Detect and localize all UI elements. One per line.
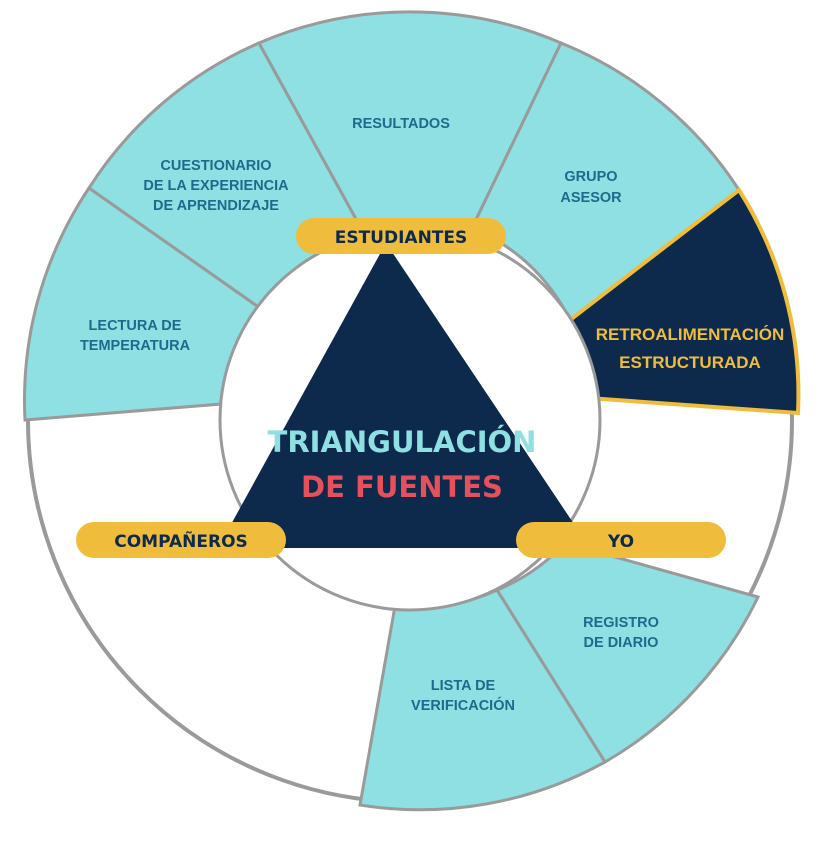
label-grupo-line-2: ASESOR [560, 190, 622, 206]
pill-peers-label: COMPAÑEROS [114, 529, 248, 552]
pill-students[interactable]: ESTUDIANTES [296, 218, 506, 254]
label-temperatura: LECTURA DE TEMPERATURA [80, 318, 191, 354]
label-retro: RETROALIMENTACIÓN ESTRUCTURADA [596, 325, 785, 372]
label-cuestionario-line-2: DE LA EXPERIENCIA [143, 178, 289, 194]
center-title-line1: TRIANGULACIÓN [268, 425, 537, 459]
label-lista-line-2: VERIFICACIÓN [411, 696, 515, 714]
label-diario: REGISTRO DE DIARIO [583, 615, 659, 651]
label-retro-line-2: ESTRUCTURADA [619, 353, 761, 372]
pill-students-label: ESTUDIANTES [335, 228, 468, 248]
center-triangle [218, 243, 590, 548]
pill-self[interactable]: YO [516, 522, 726, 558]
label-temperatura-line-1: LECTURA DE [89, 318, 182, 334]
label-diario-line-2: DE DIARIO [584, 635, 659, 651]
label-cuestionario-line-3: DE APRENDIZAJE [153, 198, 279, 214]
segment-diario[interactable] [494, 541, 761, 765]
label-cuestionario: CUESTIONARIO DE LA EXPERIENCIA DE APRENDIZ… [143, 158, 289, 214]
label-diario-line-1: REGISTRO [583, 615, 659, 631]
label-lista: LISTA DE VERIFICACIÓN [411, 678, 515, 714]
label-grupo-line-1: GRUPO [564, 169, 617, 185]
label-temperatura-line-2: TEMPERATURA [80, 338, 191, 354]
label-cuestionario-line-1: CUESTIONARIO [160, 158, 271, 174]
label-retro-line-1: RETROALIMENTACIÓN [596, 325, 785, 344]
label-lista-line-1: LISTA DE [431, 678, 496, 694]
pill-peers[interactable]: COMPAÑEROS [76, 522, 286, 558]
label-resultados-line-1: RESULTADOS [352, 116, 450, 132]
segment-labels: LECTURA DE TEMPERATURA CUESTIONARIO DE LA … [80, 116, 784, 714]
label-grupo: GRUPO ASESOR [560, 169, 622, 206]
pill-self-label: YO [607, 532, 634, 552]
label-resultados: RESULTADOS [352, 116, 450, 132]
center-title-line2: DE FUENTES [301, 470, 503, 504]
